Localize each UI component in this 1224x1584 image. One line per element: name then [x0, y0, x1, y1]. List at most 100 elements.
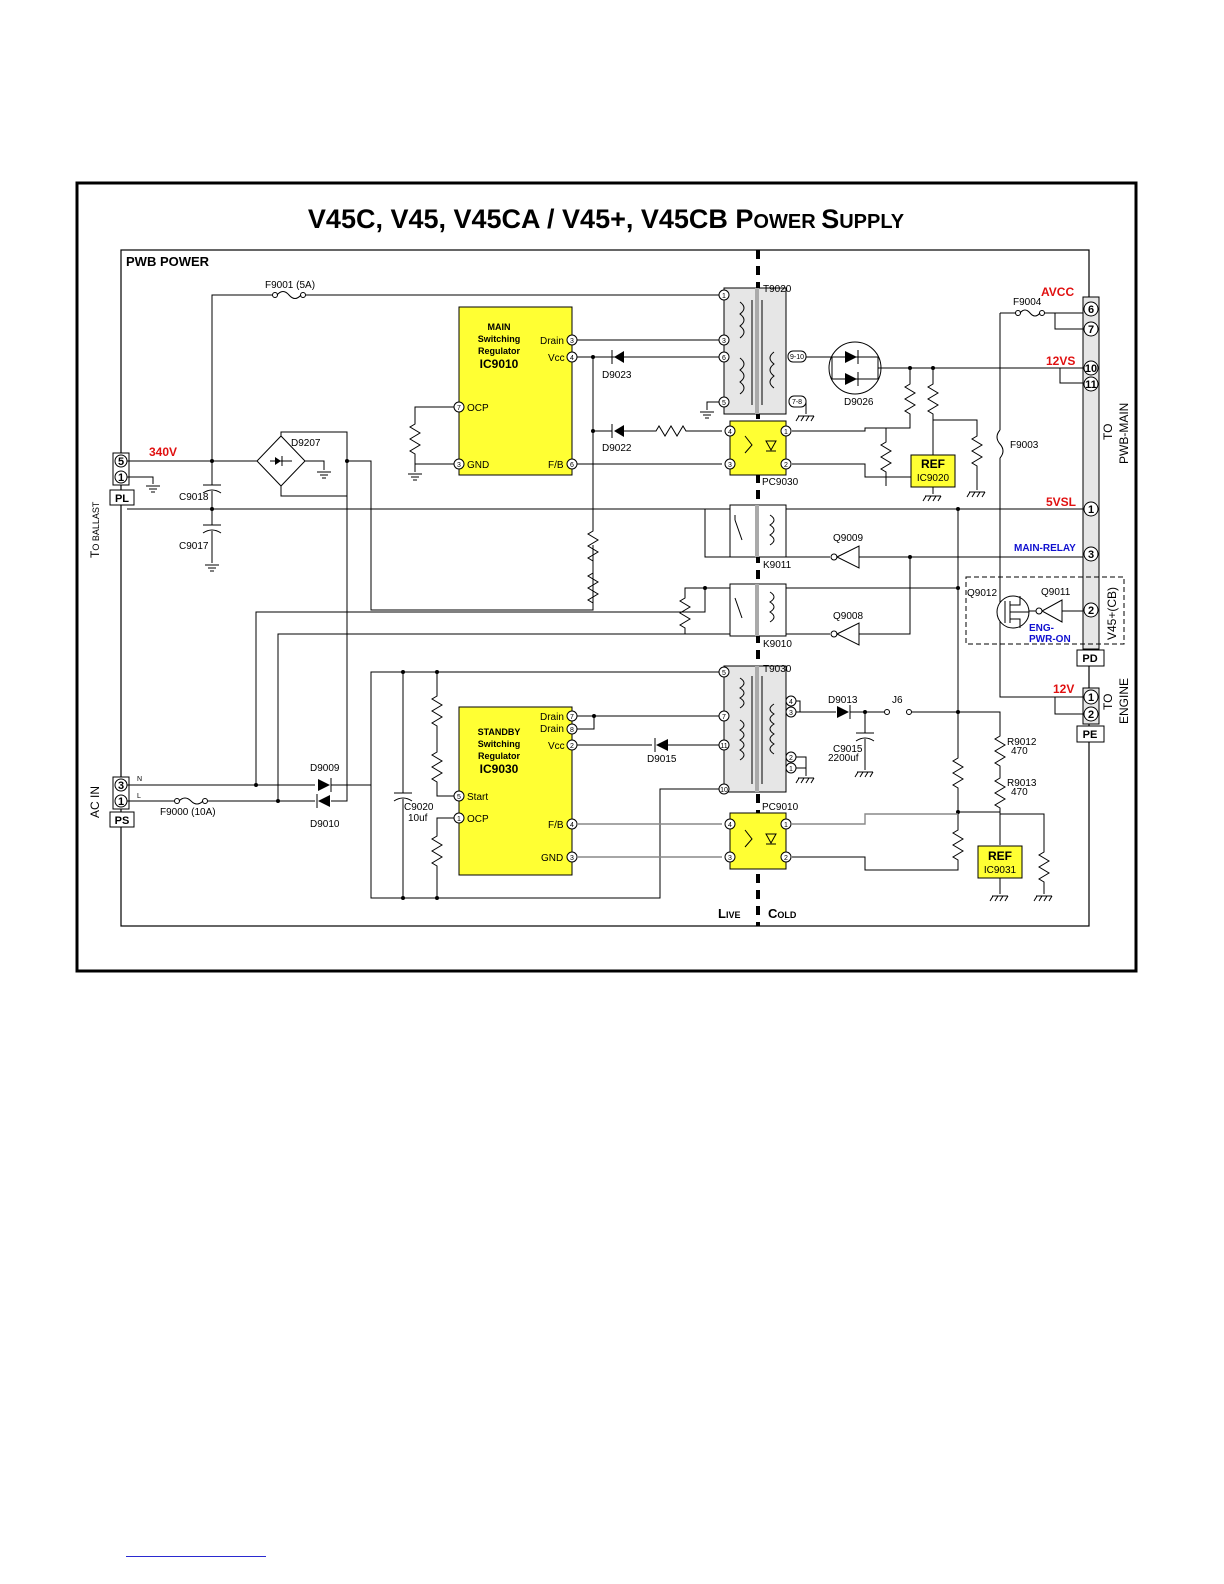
- svg-text:Switching: Switching: [478, 739, 521, 749]
- footer-link-underline[interactable]: [126, 1556, 266, 1557]
- q9012-label: Q9012: [967, 588, 997, 599]
- svg-text:5: 5: [722, 400, 726, 407]
- svg-text:2: 2: [570, 743, 574, 750]
- relay-k9011: [729, 504, 787, 558]
- svg-text:3: 3: [728, 855, 732, 862]
- svg-text:PL: PL: [115, 493, 129, 505]
- svg-text:IC9031: IC9031: [984, 865, 1017, 876]
- svg-text:7: 7: [1088, 324, 1094, 336]
- svg-text:1: 1: [118, 472, 124, 484]
- f9001-label: F9001 (5A): [265, 280, 315, 291]
- buffer-q9008: [830, 622, 860, 646]
- ac-in-label: AC IN: [88, 786, 102, 818]
- svg-text:2: 2: [784, 462, 788, 469]
- svg-text:4: 4: [728, 822, 732, 829]
- svg-text:1: 1: [1088, 504, 1094, 516]
- capacitor-c9020: [393, 792, 413, 802]
- diode-d9022: [611, 424, 624, 438]
- d9207-label: D9207: [291, 438, 321, 449]
- d9022-label: D9022: [602, 443, 632, 454]
- svg-text:3: 3: [457, 462, 461, 469]
- t9030-label: T9030: [763, 664, 792, 675]
- svg-text:IC9020: IC9020: [917, 473, 950, 484]
- svg-text:2: 2: [1088, 709, 1094, 721]
- svg-text:6: 6: [722, 355, 726, 362]
- svg-text:REF: REF: [988, 849, 1012, 863]
- c9018-label: C9018: [179, 492, 209, 503]
- svg-text:9-10: 9-10: [790, 354, 804, 361]
- buffer-q9011: [1035, 599, 1063, 623]
- svg-text:OCP: OCP: [467, 403, 489, 414]
- rail-5vsl: 5VSL: [1046, 495, 1076, 509]
- svg-text:Drain: Drain: [540, 724, 564, 735]
- pc9010-label: PC9010: [762, 802, 799, 813]
- j6-label: J6: [892, 695, 903, 706]
- svg-text:5: 5: [722, 670, 726, 677]
- optocoupler-pc9010: 4 1 3 2: [724, 812, 792, 870]
- svg-text:3: 3: [728, 462, 732, 469]
- ac-l-label: L: [137, 793, 141, 800]
- f9000-label: F9000 (10A): [160, 807, 216, 818]
- jumper-j6: [884, 709, 912, 715]
- svg-text:F/B: F/B: [548, 820, 564, 831]
- svg-text:11: 11: [1085, 379, 1097, 391]
- v45cb-option-box: [965, 576, 1125, 645]
- cold-label: COLD: [768, 906, 797, 921]
- ic9010-block: MAIN Switching Regulator IC9010 Drain Vc…: [453, 306, 578, 476]
- f9003-label: F9003: [1010, 440, 1039, 451]
- diode-d9026: [828, 341, 882, 395]
- r9013-label: R9013: [1007, 778, 1037, 789]
- svg-text:REF: REF: [921, 457, 945, 471]
- svg-text:Drain: Drain: [540, 712, 564, 723]
- svg-text:6: 6: [570, 462, 574, 469]
- q9011-label: Q9011: [1041, 587, 1071, 598]
- svg-text:7: 7: [457, 405, 461, 412]
- to-engine-label: TO: [1101, 694, 1115, 710]
- to-pwb-main-label-2: PWB-MAIN: [1117, 403, 1131, 464]
- transistor-q9012: [996, 595, 1030, 629]
- k9010-label: K9010: [763, 639, 792, 650]
- diode-d9010: [316, 794, 330, 808]
- svg-text:Regulator: Regulator: [478, 346, 521, 356]
- ref-ic9031: REF IC9031: [977, 845, 1023, 879]
- rail-12vs: 12VS: [1046, 354, 1075, 368]
- fuse-f9000: [174, 797, 208, 805]
- rail-main-relay: MAIN-RELAY: [1014, 543, 1076, 554]
- diode-d9015: [654, 738, 668, 752]
- d9015-label: D9015: [647, 754, 677, 765]
- q9009-label: Q9009: [833, 533, 863, 544]
- ac-n-label: N: [137, 776, 142, 783]
- c9020-value: 10uf: [408, 813, 428, 824]
- c9020-label: C9020: [404, 802, 434, 813]
- svg-text:1: 1: [784, 822, 788, 829]
- svg-text:5: 5: [457, 794, 461, 801]
- connector-ps: 3 1 PS: [109, 776, 135, 828]
- svg-text:4: 4: [789, 699, 793, 706]
- pc9030-label: PC9030: [762, 477, 799, 488]
- svg-text:Regulator: Regulator: [478, 751, 521, 761]
- connector-pd: 6 7 10 11 1 3 2 PD: [1076, 296, 1105, 667]
- rail-340v: 340V: [149, 445, 177, 459]
- svg-text:PD: PD: [1082, 653, 1097, 665]
- svg-text:7: 7: [722, 714, 726, 721]
- to-engine-label-2: ENGINE: [1117, 678, 1131, 724]
- t9020-label: T9020: [763, 284, 792, 295]
- v45cb-label: V45+(CB): [1105, 587, 1119, 640]
- d9026-label: D9026: [844, 397, 874, 408]
- svg-text:5: 5: [118, 456, 124, 468]
- svg-text:Switching: Switching: [478, 334, 521, 344]
- svg-text:Vcc: Vcc: [548, 353, 565, 364]
- d9013-label: D9013: [828, 695, 858, 706]
- svg-text:1: 1: [1088, 692, 1094, 704]
- buffer-q9009: [830, 545, 860, 569]
- r9013-value: 470: [1011, 787, 1028, 798]
- svg-text:MAIN: MAIN: [488, 322, 511, 332]
- svg-text:2: 2: [784, 855, 788, 862]
- svg-text:1: 1: [118, 796, 124, 808]
- to-ballast-label: TO BALLAST: [88, 501, 102, 558]
- svg-text:IC9010: IC9010: [480, 357, 519, 371]
- svg-text:1: 1: [722, 293, 726, 300]
- svg-text:7-8: 7-8: [792, 399, 802, 406]
- capacitor-c9017: [202, 524, 222, 572]
